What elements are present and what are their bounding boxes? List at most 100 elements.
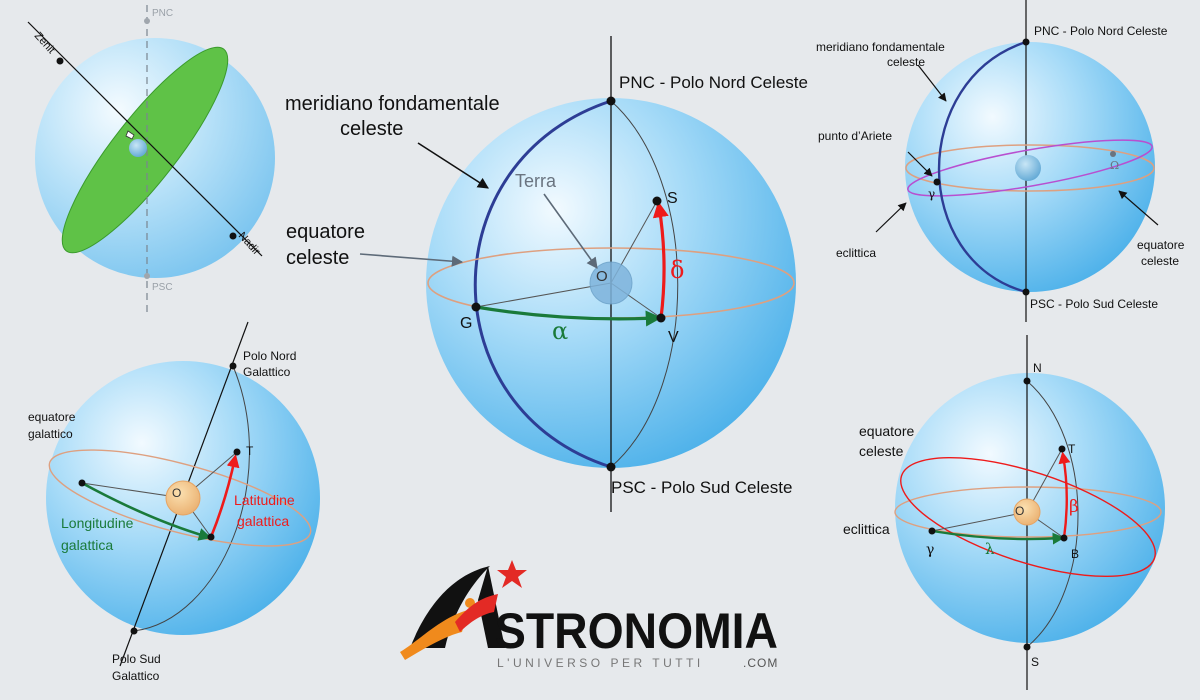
origin-label: O	[596, 268, 608, 285]
celestial-equator	[894, 486, 1162, 538]
diagram-ecliptic-coordinates: N S T B O equatore celeste eclittica γ λ…	[843, 335, 1165, 690]
equator-label-line2: celeste	[859, 443, 904, 459]
psc-point	[144, 273, 150, 279]
south-pole-point	[130, 627, 138, 635]
galactic-equator	[48, 449, 312, 547]
psc-point	[606, 462, 616, 472]
star-icon	[497, 560, 527, 588]
ecliptic-longitude-arc	[931, 529, 1065, 545]
south-pole-label-line2: Galattico	[112, 669, 160, 683]
zenit-label: Zenit	[32, 30, 57, 56]
earth-icon	[589, 261, 633, 305]
v-label: V	[668, 329, 679, 346]
pnc-point	[1022, 38, 1030, 46]
earth-icon	[129, 139, 147, 157]
psc-label: PSC	[152, 282, 173, 293]
psc-label: PSC - Polo Sud Celeste	[611, 478, 792, 497]
astronomia-logo: STRONOMIA L'UNIVERSO PER TUTTI .COM	[400, 560, 778, 670]
origin-label: O	[172, 486, 181, 500]
hour-circle	[610, 100, 679, 468]
terra-pointer	[543, 193, 598, 269]
aries-pointer	[907, 151, 933, 177]
radius-to-g	[475, 282, 612, 308]
s-label: S	[1031, 655, 1039, 669]
nadir-label: Nadir	[236, 230, 263, 258]
celestial-equator	[905, 144, 1155, 192]
aries-label: punto d’Ariete	[818, 129, 892, 143]
s-point	[1023, 643, 1031, 651]
g-point	[471, 302, 481, 312]
logo-brand: STRONOMIA	[495, 603, 778, 659]
gamma-label: γ	[926, 542, 934, 558]
g-label: G	[460, 315, 472, 332]
t-point	[1058, 445, 1066, 453]
north-pole-label-line1: Polo Nord	[243, 349, 296, 363]
equator-pointer	[1118, 190, 1159, 226]
foot-point	[207, 533, 215, 541]
radius-to-gamma	[931, 511, 1028, 532]
galactic-meridian	[133, 365, 250, 632]
ecliptic-circle	[907, 139, 1153, 197]
ecliptic-circle	[900, 456, 1156, 578]
psc-label: PSC - Polo Sud Celeste	[1030, 297, 1158, 311]
north-pole-label-line2: Galattico	[243, 365, 291, 379]
equator-label-line1: equatore	[1137, 238, 1185, 252]
longitude-label-line1: Longitudine	[61, 515, 134, 531]
longitude-label-line2: galattica	[61, 537, 113, 553]
beta-label: β	[1069, 497, 1079, 517]
galactic-latitude-arc	[209, 454, 240, 538]
t-point	[233, 448, 241, 456]
v-point	[656, 313, 666, 323]
pnc-point	[606, 96, 616, 106]
omega-label: Ω	[1110, 159, 1119, 172]
equator-label-line1: equatore	[859, 423, 914, 439]
logo-suffix: .COM	[743, 656, 778, 670]
sun-icon	[1013, 498, 1041, 526]
observer-icon	[125, 130, 135, 140]
fundamental-meridian	[937, 40, 1027, 294]
nadir-point	[229, 232, 237, 240]
meridian-pointer	[417, 142, 489, 189]
b-point	[1060, 534, 1068, 542]
diagram-galactic: Polo Nord Galattico Polo Sud Galattico e…	[28, 321, 320, 683]
start-point	[78, 479, 86, 487]
zenit-point	[56, 57, 64, 65]
n-label: N	[1033, 361, 1042, 375]
zenit-nadir-axis	[27, 21, 263, 257]
s-point	[652, 196, 662, 206]
omega-point	[1110, 151, 1116, 157]
diagram-ecliptic: PNC - Polo Nord Celeste PSC - Polo Sud C…	[816, 0, 1185, 322]
logo-red-figure	[455, 594, 498, 632]
logo-orange-figure	[400, 610, 468, 660]
equator-label-line1: equatore	[286, 221, 365, 243]
meridian-pointer	[917, 64, 947, 102]
galactic-longitude-arc	[81, 481, 212, 541]
ecliptic-label: eclittica	[836, 246, 876, 260]
meridian-label-line2: celeste	[887, 55, 925, 69]
equator-pointer	[359, 253, 464, 267]
equator-label-line2: celeste	[1141, 254, 1179, 268]
meridian-label-line2: celeste	[340, 118, 403, 140]
galactic-equator-label-line2: galattico	[28, 427, 73, 441]
gamma-point	[928, 527, 936, 535]
declination-arc	[652, 201, 669, 319]
south-pole-label-line1: Polo Sud	[112, 652, 161, 666]
alpha-label: α	[552, 317, 568, 345]
ecliptic-pointer	[875, 202, 907, 233]
logo-a-swoosh	[410, 566, 490, 648]
b-label: B	[1071, 547, 1079, 561]
pnc-label: PNC - Polo Nord Celeste	[1034, 24, 1168, 38]
psc-point	[1022, 288, 1030, 296]
s-label: S	[667, 190, 678, 207]
earth-icon	[1015, 155, 1041, 181]
logo-tagline: L'UNIVERSO PER TUTTI	[497, 656, 704, 670]
origin-label: O	[1015, 504, 1024, 518]
galactic-equator-label-line1: equatore	[28, 410, 76, 424]
meridian-label-line1: meridiano fondamentale	[816, 40, 945, 54]
ecliptic-latitude-arc	[1058, 451, 1071, 539]
t-label: T	[246, 444, 254, 458]
lambda-label: λ	[985, 540, 995, 558]
n-point	[1023, 377, 1031, 385]
north-pole-point	[229, 362, 237, 370]
